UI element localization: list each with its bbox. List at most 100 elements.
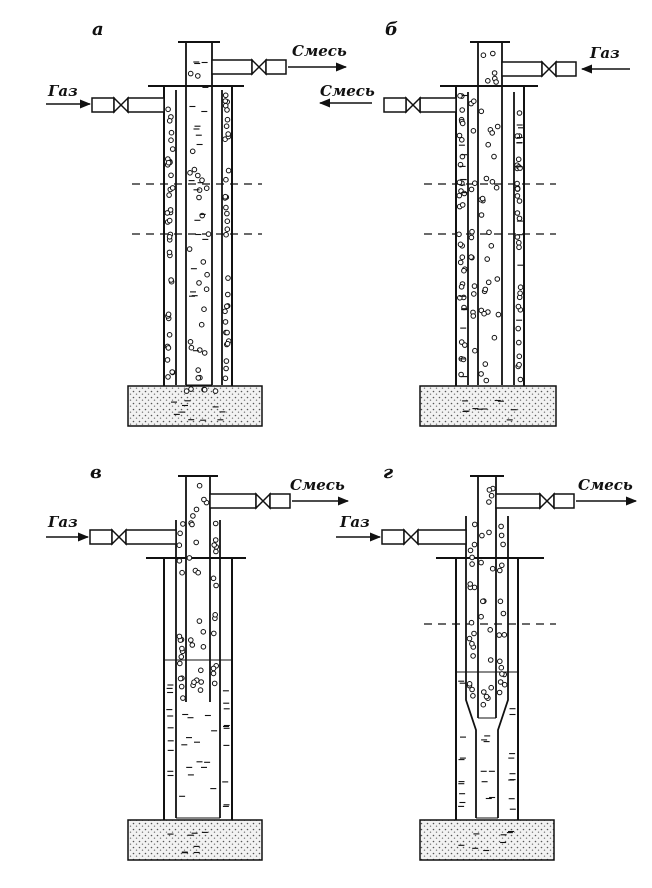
gas-bubble (480, 52, 487, 59)
mixture-label-mid: Смесь (320, 82, 375, 100)
gas-bubble (168, 137, 174, 143)
gas-bubble (497, 679, 504, 685)
gas-bubble (196, 618, 203, 624)
gas-bubble (485, 141, 492, 148)
gas-bubble (183, 388, 190, 394)
gas-bubble (212, 612, 218, 618)
panel-v: в Газ Смесь (46, 462, 350, 861)
gas-bubble (198, 679, 204, 685)
gas-bubble (222, 98, 229, 104)
gas-bubble (212, 520, 219, 527)
gas-bubble (169, 146, 176, 152)
gas-bubble (224, 116, 231, 123)
gas-inlet-valve (113, 96, 129, 114)
mixture-outlet-valve (255, 492, 271, 510)
gas-bubble (188, 637, 194, 643)
gas-bubble (482, 361, 489, 367)
gas-bubble (195, 569, 201, 576)
gas-bubble (466, 635, 473, 642)
gas-bubble (486, 529, 492, 536)
gas-bubble (497, 658, 503, 665)
gas-bubble (176, 633, 183, 640)
gas-bubble (210, 665, 217, 672)
gas-bubble (514, 193, 521, 199)
mixture-outlet-pipe (419, 97, 457, 113)
ground-block (419, 819, 555, 861)
gas-bubble (189, 148, 196, 155)
gas-bubble (491, 70, 498, 76)
gas-bubble (501, 632, 508, 638)
gas-bubble (491, 153, 497, 160)
gas-bubble (486, 229, 492, 236)
gas-bubble (177, 675, 184, 682)
gas-bubble (469, 554, 475, 561)
gas-bubble (196, 194, 202, 201)
gas-bubble (186, 555, 193, 561)
gas-bubble (225, 131, 231, 137)
gas-bubble (458, 371, 464, 378)
gas-bubble (200, 629, 207, 635)
gas-bubble (516, 361, 522, 368)
gas-bubble (224, 218, 231, 224)
gas-bubble (203, 185, 210, 191)
gas-bubble (499, 562, 505, 569)
gas-inlet-stub (91, 97, 115, 113)
gas-bubble (461, 190, 468, 197)
gas-bubble (200, 259, 207, 265)
gas-bubble (167, 207, 174, 213)
gas-bubble (456, 192, 463, 199)
gas-inlet-valve (111, 528, 127, 546)
gas-bubble (516, 239, 522, 246)
gas-bubble (494, 276, 501, 282)
gas-bubble (223, 176, 229, 183)
gas-bubble (193, 539, 199, 546)
gas-bubble (213, 582, 219, 589)
gas-bubble (469, 640, 475, 647)
gas-bubble (489, 130, 496, 136)
gas-bubble (180, 695, 186, 701)
gas-bubble (198, 321, 205, 328)
gas-bubble (191, 166, 198, 173)
gas-bubble (471, 283, 478, 289)
gas-label: Газ (589, 44, 620, 62)
gas-bubble (470, 693, 476, 699)
gas-bubble (212, 388, 219, 394)
mixture-outlet-stub (269, 493, 291, 509)
gas-bubble (488, 684, 495, 691)
gas-bubble (195, 73, 201, 79)
gas-bubble (516, 215, 523, 222)
gas-bubble (479, 195, 486, 202)
gas-bubble (490, 50, 496, 57)
gas-bubble (478, 212, 485, 218)
gas-bubble (211, 542, 217, 548)
bubbles-v (166, 482, 230, 854)
gas-bubble (495, 311, 502, 318)
gas-bubble (225, 291, 231, 298)
gas-bubble (515, 325, 522, 332)
gas-bubble (223, 365, 229, 372)
gas-bubble (461, 267, 467, 274)
gas-bubble (500, 610, 507, 617)
gas-bubble (188, 386, 194, 392)
gas-bubble (483, 175, 490, 182)
gas-bubble (193, 506, 200, 513)
gas-inlet-pipe (501, 61, 543, 77)
gas-bubble (469, 228, 475, 235)
gas-bubble (516, 198, 523, 204)
panel-g-letter: г (383, 462, 393, 483)
gas-bubble (179, 645, 185, 652)
gas-bubble (471, 630, 477, 637)
gas-bubble (179, 569, 185, 576)
gas-bubble (487, 627, 494, 633)
mixture-outlet-stub (383, 97, 407, 113)
gas-bubble (472, 347, 478, 354)
gas-bubble (468, 234, 475, 241)
gas-bubble (166, 118, 173, 124)
gas-bubble (223, 204, 229, 211)
gas-bubble (514, 186, 521, 192)
gas-bubble (204, 271, 210, 278)
gas-bubble (166, 192, 172, 198)
gas-bubble (514, 180, 520, 187)
gas-bubble (483, 377, 490, 384)
gas-bubble (187, 70, 194, 77)
